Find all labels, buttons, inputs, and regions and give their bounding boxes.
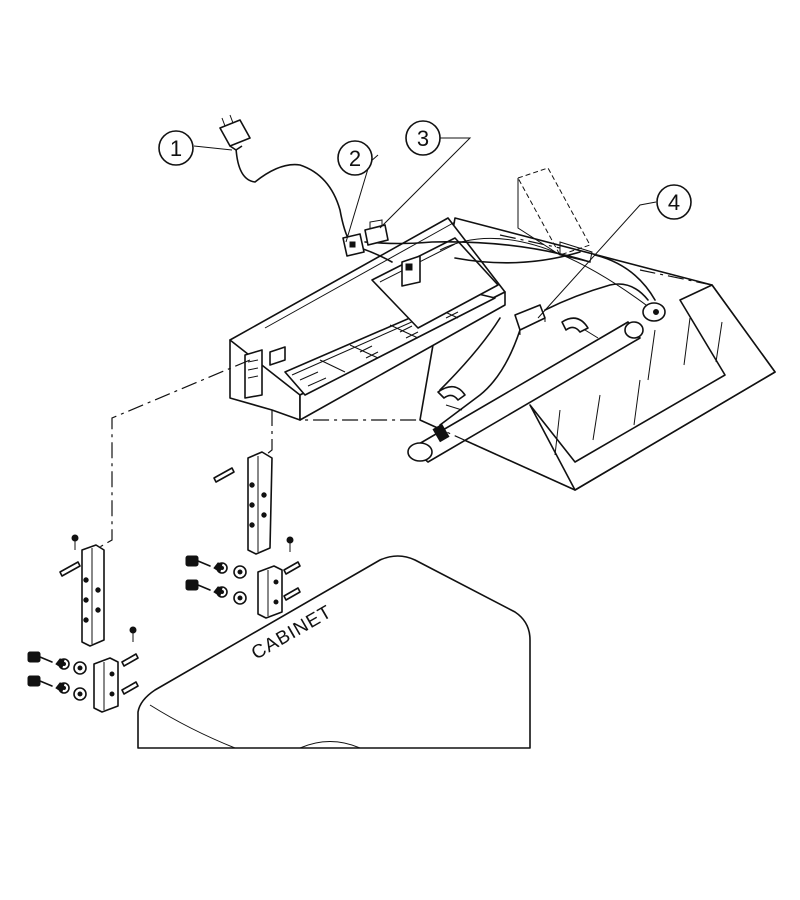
- switch-box: [364, 219, 389, 246]
- bolt-set-front-upper: [27, 651, 87, 675]
- screws: [71, 534, 294, 642]
- callout-leaders: [193, 137, 657, 319]
- bracket-plate-rear: [257, 565, 283, 619]
- bracket-plate-front: [93, 657, 119, 713]
- callout-4: 4: [656, 184, 692, 220]
- tube-clip-left: [437, 385, 466, 411]
- callout-3-label: 3: [417, 126, 429, 151]
- wire-connector: [342, 233, 365, 257]
- mounting-bracket-front: [81, 544, 105, 647]
- callout-1-label: 1: [170, 136, 182, 161]
- wiring: [235, 147, 656, 426]
- callout-2-label: 2: [349, 146, 361, 171]
- mounting-bracket-rear: [247, 451, 273, 555]
- assembly-dash-lines: [97, 234, 713, 549]
- bolt-set-front-lower: [27, 675, 87, 701]
- bolt-set-rear-upper: [185, 555, 247, 579]
- callout-4-label: 4: [668, 190, 680, 215]
- callout-3: 3: [405, 120, 441, 156]
- power-plug: [219, 114, 251, 151]
- callout-1: 1: [158, 130, 194, 166]
- pins: [59, 467, 301, 695]
- fluorescent-tube-front: [407, 321, 644, 463]
- light-canopy: [229, 217, 506, 421]
- bolt-set-rear-lower: [185, 579, 247, 605]
- callout-2: 2: [337, 140, 373, 176]
- tube-clip-right: [561, 317, 599, 339]
